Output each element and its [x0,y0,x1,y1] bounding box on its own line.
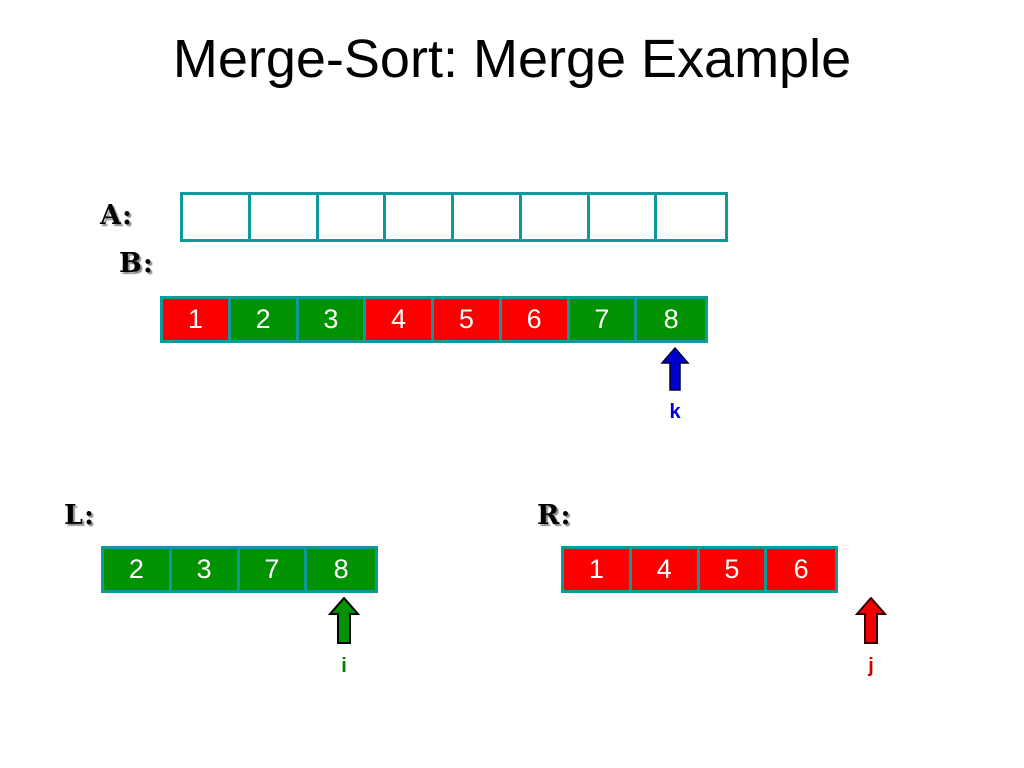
array-b-cell: 3 [298,299,367,340]
array-a-cell [657,195,725,239]
array-b-cell: 8 [637,299,705,340]
array-r: 1 4 5 6 [561,546,838,593]
array-l-cell: 2 [104,549,172,590]
array-l-cell: 3 [171,549,240,590]
pointer-i: i [328,597,360,676]
array-r-cell: 5 [699,549,768,590]
array-a-cell [386,195,454,239]
array-l-cell: 7 [239,549,308,590]
pointer-k-label: k [669,401,681,423]
array-a-cell [250,195,319,239]
page-title: Merge-Sort: Merge Example [172,29,852,89]
array-label-b: B: [119,248,154,279]
pointer-j-label: j [868,655,874,677]
array-r-cell: 6 [767,549,835,590]
array-b-cell: 4 [366,299,434,340]
pointer-k: k [660,347,690,422]
array-label-a: A: [100,200,133,231]
array-b-cell: 6 [501,299,570,340]
array-b: 1 2 3 4 5 6 7 8 [160,296,708,343]
array-r-cell: 4 [631,549,700,590]
up-arrow-icon [660,347,690,391]
pointer-i-label: i [341,655,347,677]
array-b-cell: 7 [569,299,638,340]
array-label-l: L: [64,500,95,531]
array-a-cell [589,195,658,239]
array-a-cell [183,195,251,239]
array-a-cell [318,195,387,239]
up-arrow-icon [855,597,887,645]
array-r-cell: 1 [564,549,632,590]
array-l-cell: 8 [307,549,375,590]
array-a-cell [454,195,522,239]
up-arrow-icon [328,597,360,645]
array-label-r: R: [537,500,572,531]
pointer-j: j [855,597,887,676]
array-b-cell: 1 [163,299,231,340]
array-b-cell: 5 [434,299,502,340]
array-b-cell: 2 [230,299,299,340]
array-l: 2 3 7 8 [101,546,378,593]
array-a-cell [521,195,590,239]
array-a [180,192,728,242]
